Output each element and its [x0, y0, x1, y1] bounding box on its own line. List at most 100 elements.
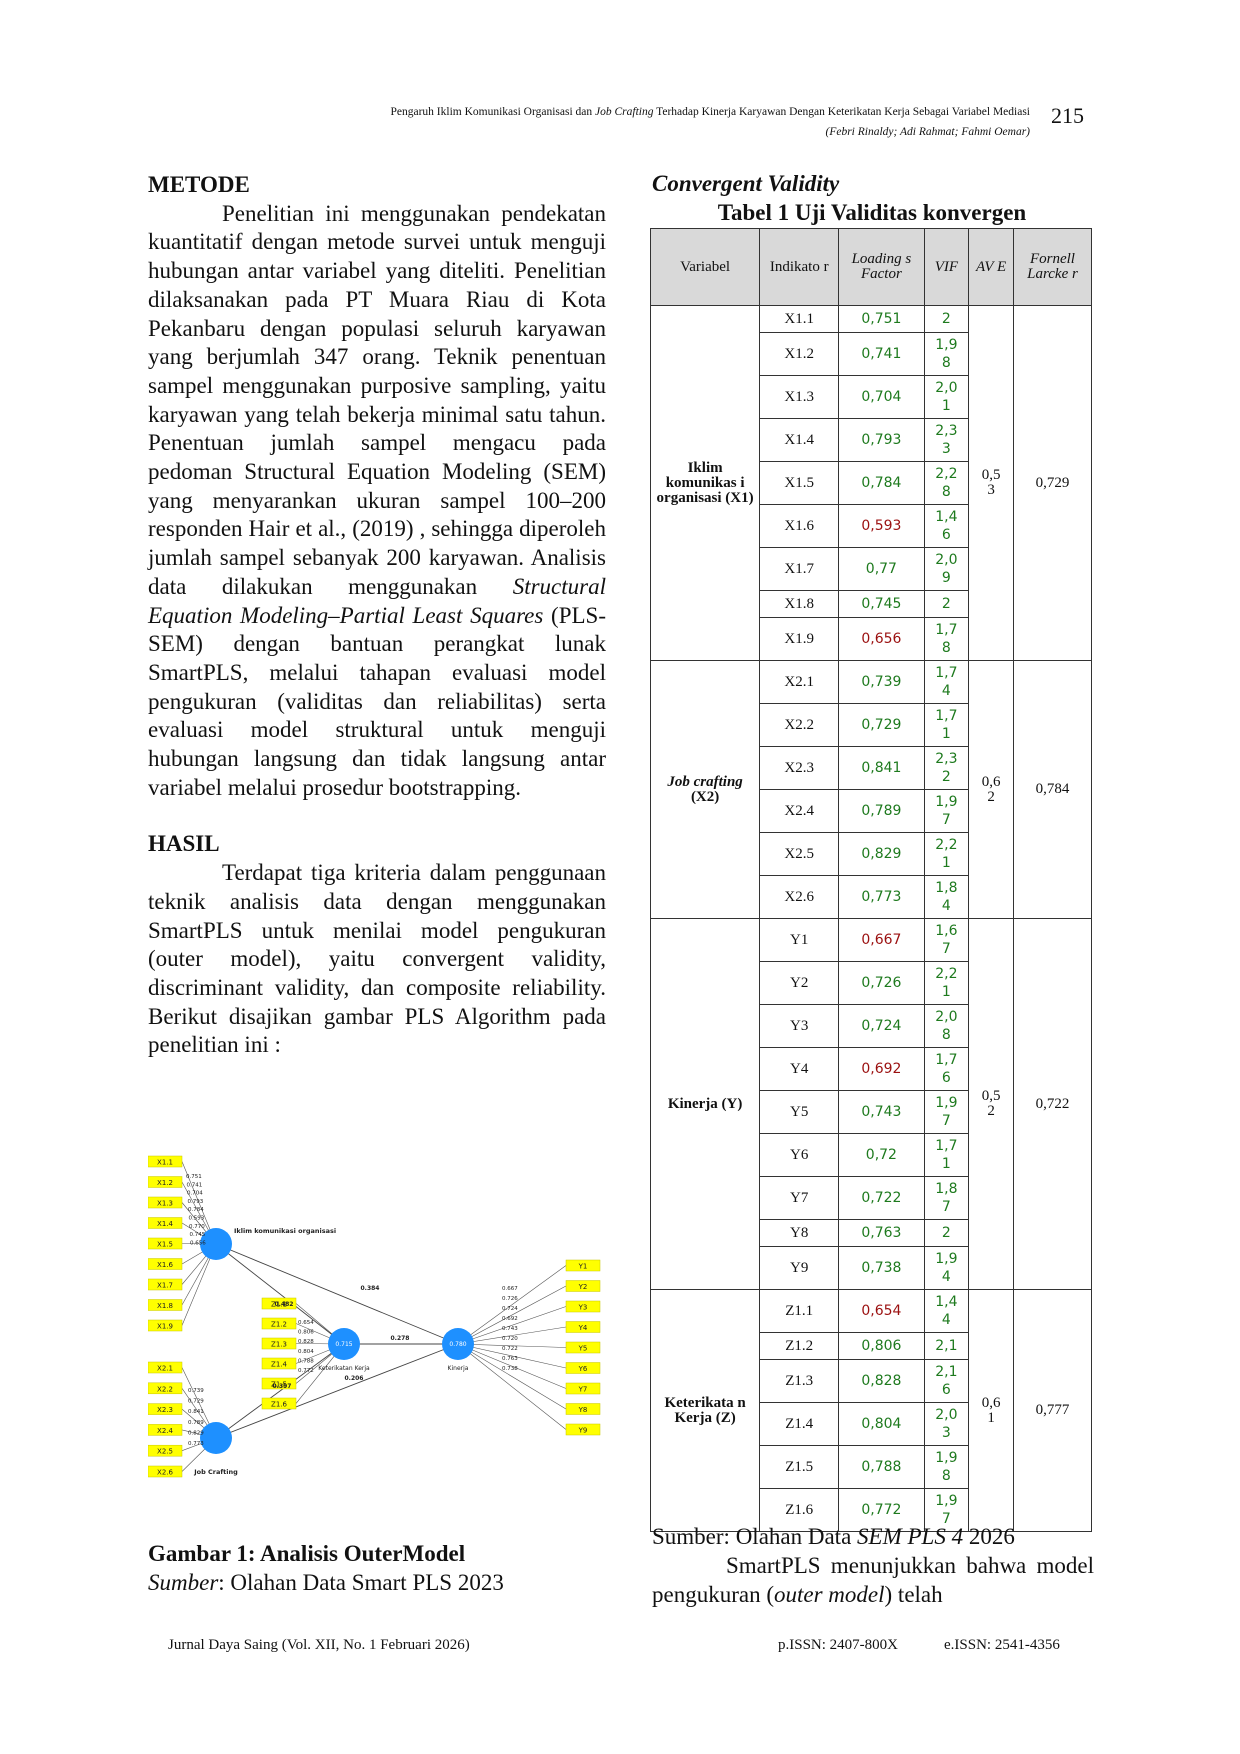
metode-heading: METODE: [148, 172, 250, 197]
loading-value: 0.656: [190, 1240, 206, 1246]
left-column: METODE Penelitian ini menggunakan pendek…: [148, 171, 606, 1060]
indicator-cell: X1.4: [759, 418, 840, 462]
indicator-label: Z1.3: [271, 1341, 287, 1349]
loading-value: 0.804: [298, 1349, 314, 1355]
indicator-label: Y3: [578, 1304, 588, 1312]
vif-cell: 1,7 4: [923, 660, 970, 704]
latent-x1-label: Iklim komunikasi organisasi: [234, 1227, 336, 1235]
vif-cell: 1,7 1: [923, 1133, 970, 1177]
vif-cell: 1,9 4: [923, 1246, 970, 1290]
loading-value: 0.751: [186, 1174, 202, 1180]
loading-factor-cell: 0,789: [838, 789, 925, 833]
indicator-cell: Y8: [759, 1219, 840, 1247]
indicator-cell: X2.5: [759, 832, 840, 876]
figure-caption: Gambar 1: Analisis OuterModel: [148, 1541, 466, 1566]
indicator-cell: Z1.2: [759, 1332, 840, 1360]
vif-cell: 2,0 3: [923, 1402, 970, 1446]
vif-cell: 1,8 7: [923, 1176, 970, 1220]
latent-z: [328, 1328, 360, 1360]
indicator-box: [261, 1357, 297, 1370]
indicator-label: X1.2: [157, 1179, 173, 1187]
table-title: Tabel 1 Uji Validitas konvergen: [717, 200, 1027, 225]
indicator-box: [565, 1300, 601, 1313]
loading-value: 0.729: [188, 1399, 204, 1405]
vif-cell: 1,9 7: [923, 1090, 970, 1134]
ave-cell: 0,5 2: [968, 918, 1014, 1290]
loading-factor-cell: 0,729: [838, 703, 925, 747]
loading-value: 0.793: [188, 1199, 204, 1205]
vif-cell: 2: [923, 590, 970, 618]
loading-value: 0.722: [502, 1346, 518, 1352]
loading-factor-cell: 0,656: [838, 617, 925, 661]
indicator-cell: X2.3: [759, 746, 840, 790]
indicator-label: X2.2: [157, 1385, 173, 1393]
vif-cell: 1,6 7: [923, 918, 970, 962]
indicator-box: [261, 1297, 297, 1310]
indicator-box: [565, 1280, 601, 1292]
indicator-box: [148, 1237, 183, 1250]
loading-factor-cell: 0,804: [838, 1402, 925, 1446]
loading-factor-cell: 0,743: [838, 1090, 925, 1134]
vif-cell: 1,4 4: [923, 1289, 970, 1333]
vif-cell: 2,2 1: [923, 832, 970, 876]
indicator-cell: Z1.5: [759, 1445, 840, 1489]
hasil-heading: HASIL: [148, 831, 220, 857]
loading-factor-cell: 0,745: [838, 590, 925, 618]
vif-cell: 1,9 8: [923, 1445, 970, 1489]
page-number: 215: [1051, 103, 1084, 128]
vif-cell: 2,3 2: [923, 746, 970, 790]
ave-cell: 0,6 1: [968, 1289, 1014, 1532]
indicator-label: X1.7: [157, 1282, 173, 1290]
indicator-box: [565, 1341, 601, 1354]
header-authors: (Febri Rinaldy; Adi Rahmat; Fahmi Oemar): [825, 126, 1030, 138]
loading-arrow: [457, 1343, 567, 1348]
latent-z-value: 0.715: [335, 1341, 352, 1348]
indicator-label: Y8: [578, 1406, 588, 1414]
fornell-larcker-cell: 0,784: [1012, 660, 1093, 919]
loading-factor-cell: 0,763: [838, 1219, 925, 1247]
indicator-label: Y4: [578, 1324, 588, 1332]
running-header: Pengaruh Iklim Komunikasi Organisasi dan…: [230, 102, 1030, 142]
fornell-larcker-cell: 0,722: [1012, 918, 1093, 1290]
indicator-label: X1.4: [157, 1220, 173, 1228]
table-source: Sumber: Olahan Data SEM PLS 4 2026: [652, 1524, 1015, 1549]
loading-arrow: [457, 1343, 567, 1430]
loading-arrow: [457, 1343, 567, 1410]
indicator-cell: X1.8: [759, 590, 840, 618]
indicator-cell: Y1: [759, 918, 840, 962]
indicator-label: Z1.1: [271, 1301, 287, 1309]
metode-paragraph: Penelitian ini menggunakan pendekatan ku…: [148, 200, 606, 800]
header-fornell-larcker: Fornell Larcke r: [1012, 228, 1093, 306]
loading-factor-cell: 0,739: [838, 660, 925, 704]
ave-cell: 0,6 2: [968, 660, 1014, 919]
indicator-box: [148, 1382, 183, 1395]
loading-value: 0.743: [502, 1326, 518, 1332]
loading-value: 0.593: [189, 1216, 205, 1222]
loading-value: 0.784: [188, 1207, 204, 1213]
loading-factor-cell: 0,77: [838, 547, 925, 591]
loading-factor-cell: 0,829: [838, 832, 925, 876]
latent-x2-label: Job Crafting: [193, 1468, 238, 1476]
header-vif: VIF: [923, 228, 970, 306]
loading-factor-cell: 0,841: [838, 746, 925, 790]
footer-pissn: p.ISSN: 2407-800X: [778, 1637, 899, 1653]
indicator-label: X2.3: [157, 1406, 173, 1414]
loading-value: 0.841: [188, 1409, 204, 1415]
indicator-box: [148, 1424, 183, 1436]
loading-value: 0.788: [298, 1358, 314, 1364]
loading-factor-cell: 0,793: [838, 418, 925, 462]
table-header-row: Variabel Indikato r Loading s Factor VIF…: [649, 228, 1093, 306]
loading-arrow: [457, 1343, 567, 1369]
loading-value: 0.739: [188, 1388, 204, 1394]
validity-table: Variabel Indikato r Loading s Factor VIF…: [649, 228, 1093, 1532]
indicator-label: Z1.5: [271, 1381, 287, 1389]
